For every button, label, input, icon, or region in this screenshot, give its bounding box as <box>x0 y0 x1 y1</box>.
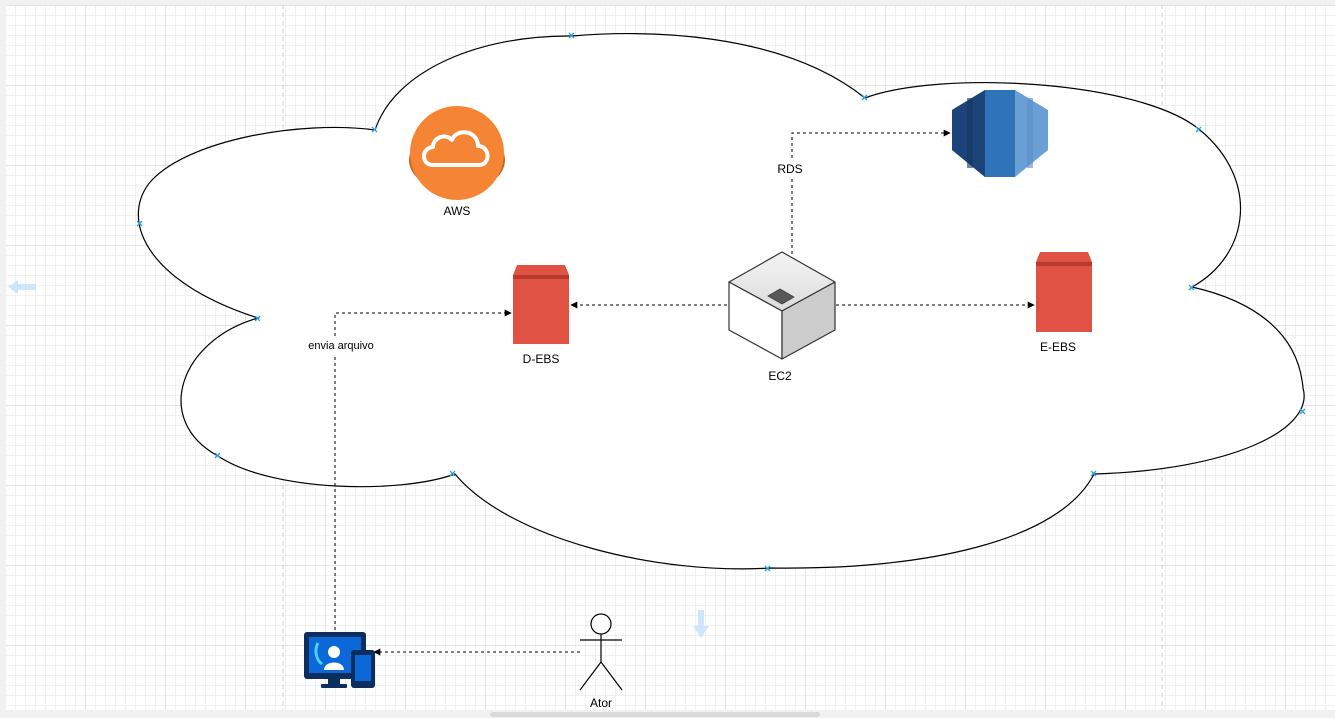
ebs-volume-icon[interactable] <box>1036 252 1092 332</box>
upload-edge-label-bg <box>303 337 381 354</box>
aws-cloud-shape[interactable] <box>137 32 1305 570</box>
upload-edge-label: envia arquivo <box>308 340 373 352</box>
canvas-top-border <box>0 0 1335 5</box>
ebs-volume-icon[interactable] <box>513 265 569 344</box>
canvas-left-border <box>0 0 6 718</box>
actor-label: Ator <box>590 696 612 710</box>
actor-icon[interactable] <box>579 613 623 691</box>
e-ebs-label: E-EBS <box>1040 340 1076 354</box>
horizontal-scrollbar-thumb[interactable] <box>490 712 820 717</box>
rds-edge-label-bg <box>772 160 808 177</box>
ec2-instance-icon[interactable] <box>728 251 836 360</box>
aws-cloud-icon[interactable] <box>409 106 505 200</box>
rds-edge-label: RDS <box>777 162 802 176</box>
d-ebs-label: D-EBS <box>523 352 560 366</box>
ec2-label: EC2 <box>768 369 792 383</box>
edge-devices-to-d-ebs[interactable] <box>334 309 512 630</box>
aws-label: AWS <box>444 204 471 218</box>
cloud-selection-markers[interactable] <box>136 32 1306 572</box>
rds-database-icon[interactable] <box>952 90 1048 177</box>
edge-ec2-to-rds[interactable] <box>791 129 951 254</box>
user-devices-icon[interactable] <box>304 632 375 688</box>
down-arrow-icon[interactable] <box>693 610 709 638</box>
left-arrow-icon[interactable] <box>8 280 36 294</box>
